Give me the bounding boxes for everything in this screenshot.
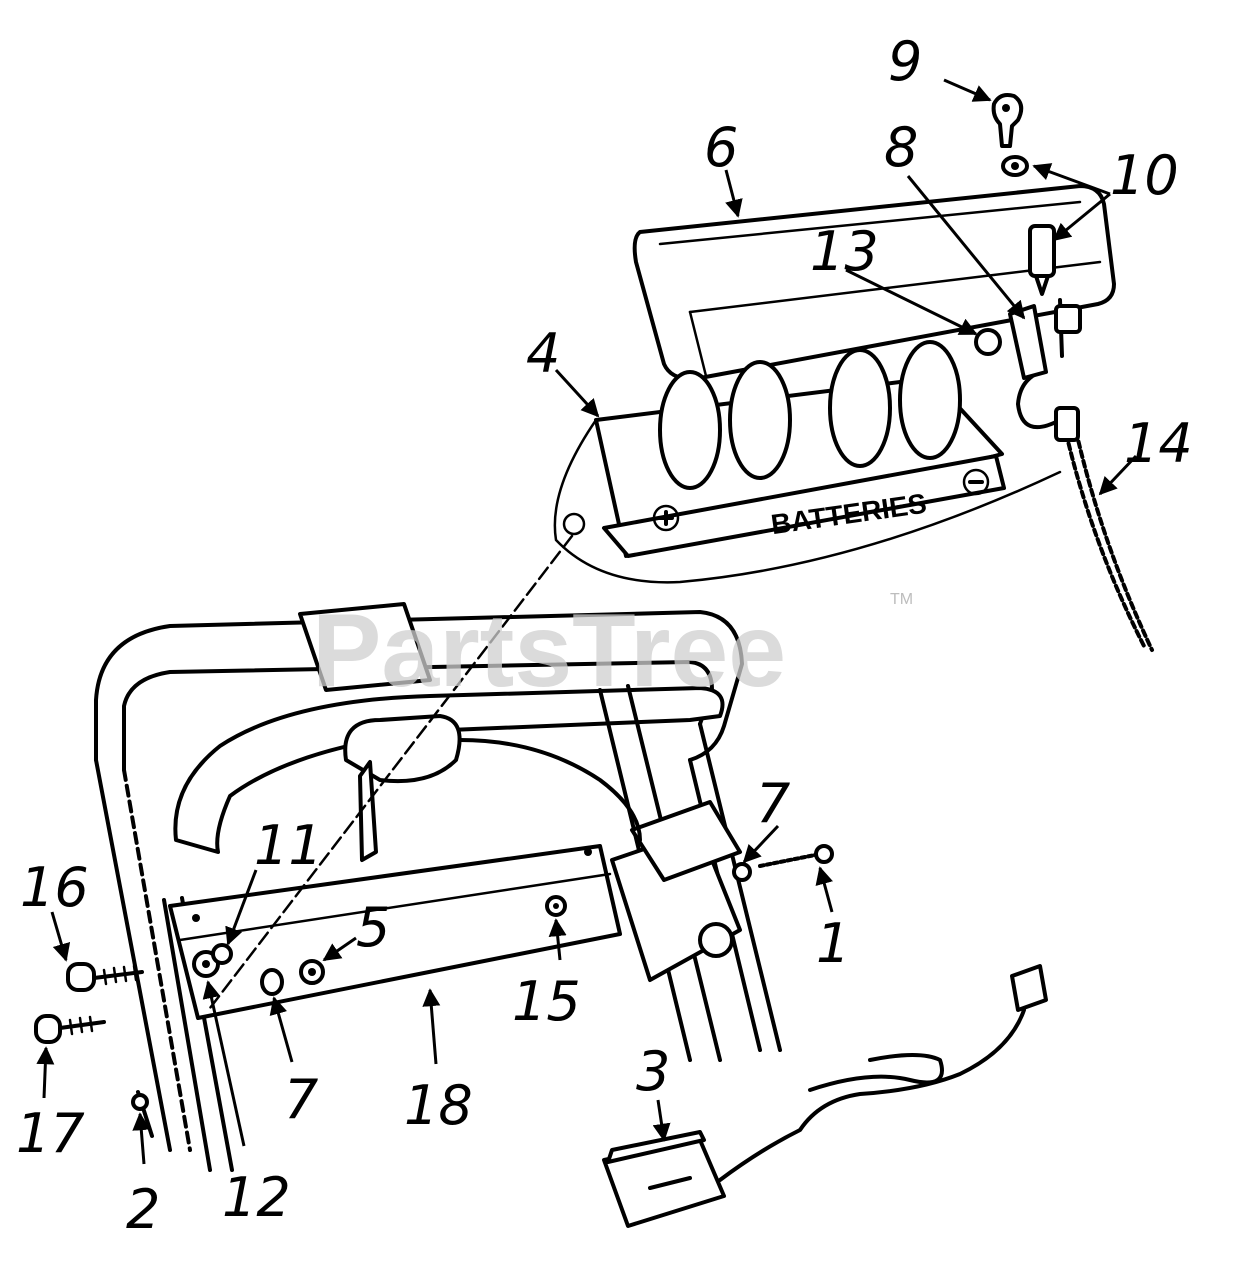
callout-12: 12 [222,1166,291,1229]
callout-numbers: 9 6 8 10 13 4 14 7 1 11 5 16 15 17 7 18 … [16,30,1193,1241]
leader-lines [208,534,574,1010]
callout-7-right: 7 [756,772,790,835]
callout-11: 11 [254,814,323,877]
battery-holder: BATTERIES [553,340,1062,584]
callout-arrows [36,78,1138,1165]
callout-15: 15 [512,970,581,1033]
watermark-trademark: TM [890,591,913,608]
callout-17: 17 [16,1102,85,1165]
callout-6: 6 [704,116,738,179]
callout-8: 8 [884,116,918,179]
callout-14: 14 [1124,412,1193,475]
watermark: PartsTree TM [312,591,913,709]
callout-13: 13 [810,220,879,283]
callout-16: 16 [20,856,89,919]
callout-3: 3 [636,1040,670,1103]
handle-assembly [94,602,782,1172]
callout-9: 9 [888,30,922,93]
battery-charger [602,964,1048,1228]
callout-10: 10 [1110,144,1179,207]
battery-connector-cable [1016,298,1154,652]
watermark-text: PartsTree [312,593,786,709]
callout-7-left: 7 [284,1068,318,1131]
key-switch-parts [974,93,1056,380]
callout-5: 5 [356,896,390,959]
callout-1: 1 [816,912,850,975]
callout-4: 4 [526,322,560,385]
callout-2: 2 [126,1178,160,1241]
callout-18: 18 [404,1074,473,1137]
